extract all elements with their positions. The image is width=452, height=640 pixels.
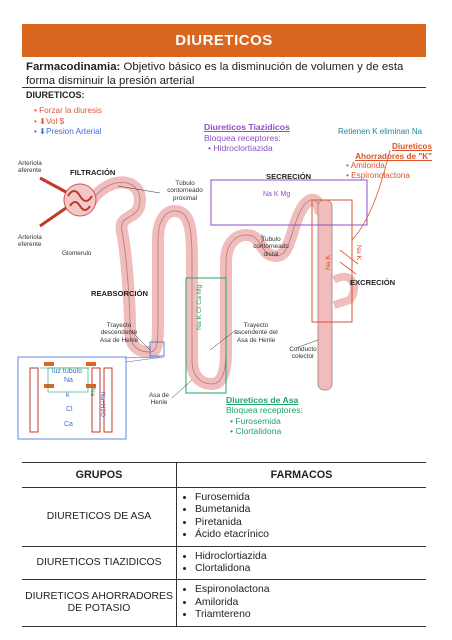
drug-item: Hidroclortiazida: [195, 551, 426, 563]
zoom-box: [149, 341, 165, 357]
drug-item: Bumetanida: [195, 504, 426, 516]
section-label: DIURETICOS:: [26, 90, 85, 100]
na-k-out-label: Na K: [355, 245, 362, 261]
tiazidicos-title: Diureticos Tiazidicos: [204, 122, 290, 132]
drug-item: Triamtereno: [195, 609, 426, 621]
drug-item: Clortalidona: [195, 563, 426, 575]
header-grupos: GRUPOS: [22, 462, 177, 488]
inset-panel: [17, 356, 127, 440]
asa-block: Diureticos de Asa Bloquea receptores: • …: [226, 395, 303, 437]
asa-drug-name: Furosemida: [235, 415, 281, 426]
tiazidicos-block: Diureticos Tiazidicos Bloquea receptores…: [204, 122, 290, 154]
header-farmacos: FARMACOS: [176, 462, 426, 488]
tiazidicos-drug: • Hidroclortiazida: [208, 143, 273, 154]
secrecion-label: SECRECIÓN: [266, 172, 312, 181]
group-cell: DIURETICOS DE ASA: [22, 487, 177, 547]
farmacodinamia-text: Objetivo básico es la disminución de vol…: [26, 61, 404, 87]
table-header-row: GRUPOS FARMACOS: [22, 462, 426, 488]
effects-list: • Forzar la diuresis • ⬇Vol $ • ⬇Presion…: [34, 106, 102, 138]
table-row: DIURETICOS AHORRADORES DE POTASIO Espiro…: [22, 579, 426, 627]
table-row: DIURETICOS DE ASA Furosemida Bumetanida …: [22, 487, 426, 547]
trayecto-descendente-label: Trayecto descendente Asa de Henle: [99, 322, 139, 344]
filtracion-label: FILTRACIÓN: [70, 168, 116, 177]
farmacodinamia-label: Farmacodinamia:: [26, 61, 121, 73]
ahorradores-drug: • Amilorida: [346, 161, 385, 171]
asa-henle-label: Asa de Henle: [149, 392, 169, 407]
conducto-colector-label: Conducto colector: [289, 346, 317, 361]
inset-cl-label: Cl: [66, 406, 73, 413]
drug-item: Furosemida: [195, 492, 426, 504]
asa-subtitle: Bloquea receptores:: [226, 405, 303, 416]
ahorradores-drug: • Espironolactona: [346, 170, 410, 180]
inset-col-label: Na: [89, 388, 96, 397]
drug-item: Ácido etacrínico: [195, 529, 426, 541]
excrecion-label: EXCRECIÓN: [350, 278, 396, 287]
page-title: DIURETICOS: [22, 24, 426, 57]
asa-box: [185, 277, 227, 394]
tubulo-distal-label: Tubulo contorneado distal: [253, 236, 289, 258]
na-cl-ca-mg-label: Na K Cl Ca Mg: [196, 284, 203, 330]
effect-item: • Forzar la diuresis: [34, 106, 102, 115]
group-cell: DIURETICOS TIAZIDICOS: [22, 546, 177, 581]
effect-presion: Presion Arterial: [46, 127, 102, 136]
drug-item: Espironolactona: [195, 584, 426, 596]
glomerulo-label: Glomerulo: [62, 250, 92, 257]
trayecto-ascendente-label: Trayecto ascendente del Asa de Henle: [234, 322, 278, 344]
arrow-down-icon: ⬇: [39, 127, 47, 136]
asa-drug-name: Clortalidona: [235, 426, 282, 437]
drugs-cell: Hidroclortiazida Clortalidona: [176, 546, 426, 581]
secrecion-box: [210, 179, 368, 226]
effect-item: • ⬇Vol $: [34, 116, 65, 126]
collecting-duct: [317, 199, 333, 391]
table-row: DIURETICOS TIAZIDICOS Hidroclortiazida C…: [22, 546, 426, 581]
drug-item: Amilorida: [195, 597, 426, 609]
farmacodinamia-paragraph: Farmacodinamia: Objetivo básico es la di…: [26, 61, 426, 88]
inset-na-label: Na: [64, 377, 73, 384]
farmacos-table: GRUPOS FARMACOS DIURETICOS DE ASA Furose…: [22, 462, 426, 627]
drugs-cell: Espironolactona Amilorida Triamtereno: [176, 579, 426, 627]
excrecion-box: [311, 199, 353, 323]
asa-title: Diureticos de Asa: [226, 395, 299, 405]
inset-na-h2o-label: Na+H2O: [99, 392, 106, 418]
na-k-collector-label: Na K: [325, 254, 332, 270]
section-label-text: DIURETICOS: [26, 90, 82, 100]
tubulo-proximal-label: Túbulo contorneado proximal: [167, 180, 203, 202]
ahorradores-title: Diureticos Ahorradores de "K": [355, 142, 432, 161]
inset-k-label: k: [66, 392, 70, 399]
inset-luz-label: luz tubulo: [52, 368, 82, 375]
asa-drug: • Furosemida: [230, 415, 281, 426]
drug-item: Piretanida: [195, 517, 426, 529]
tiazidicos-subtitle: Bloquea receptores:: [204, 132, 281, 143]
ahorradores-drug-name: Espironolactona: [351, 170, 410, 180]
arteriola-eferente-label: Arteriola eferente: [18, 234, 42, 249]
effect-forzar: Forzar la diuresis: [39, 106, 102, 115]
drugs-cell: Furosemida Bumetanida Piretanida Ácido e…: [176, 487, 426, 547]
retienen-label: Retienen K eliminan Na: [338, 127, 423, 136]
ahorradores-block: Diureticos Ahorradores de "K" • Amilorid…: [346, 142, 432, 180]
arteriole-afferent: [39, 176, 67, 194]
effect-vol: Vol $: [46, 116, 65, 126]
group-cell: DIURETICOS AHORRADORES DE POTASIO: [22, 579, 177, 627]
arteriole-efferent: [39, 206, 67, 228]
divider: [22, 87, 426, 88]
effect-item: • ⬇Presion Arterial: [34, 127, 102, 136]
na-k-mg-label: Na K Mg: [263, 191, 291, 198]
nephron-diagram: [17, 149, 391, 440]
inset-ca-label: Ca: [64, 421, 73, 428]
glomerulus: [63, 183, 97, 217]
ahorradores-drug-name: Amilorida: [350, 161, 385, 171]
tiazidicos-drug-name: Hidroclortiazida: [213, 143, 273, 154]
arteriola-aferente-label: Arteriola aferente: [18, 160, 42, 175]
reabsorcion-label: REABSORCIÓN: [91, 289, 148, 298]
arrow-down-icon: ⬇: [39, 116, 47, 126]
asa-drug: • Clortalidona: [230, 426, 282, 437]
